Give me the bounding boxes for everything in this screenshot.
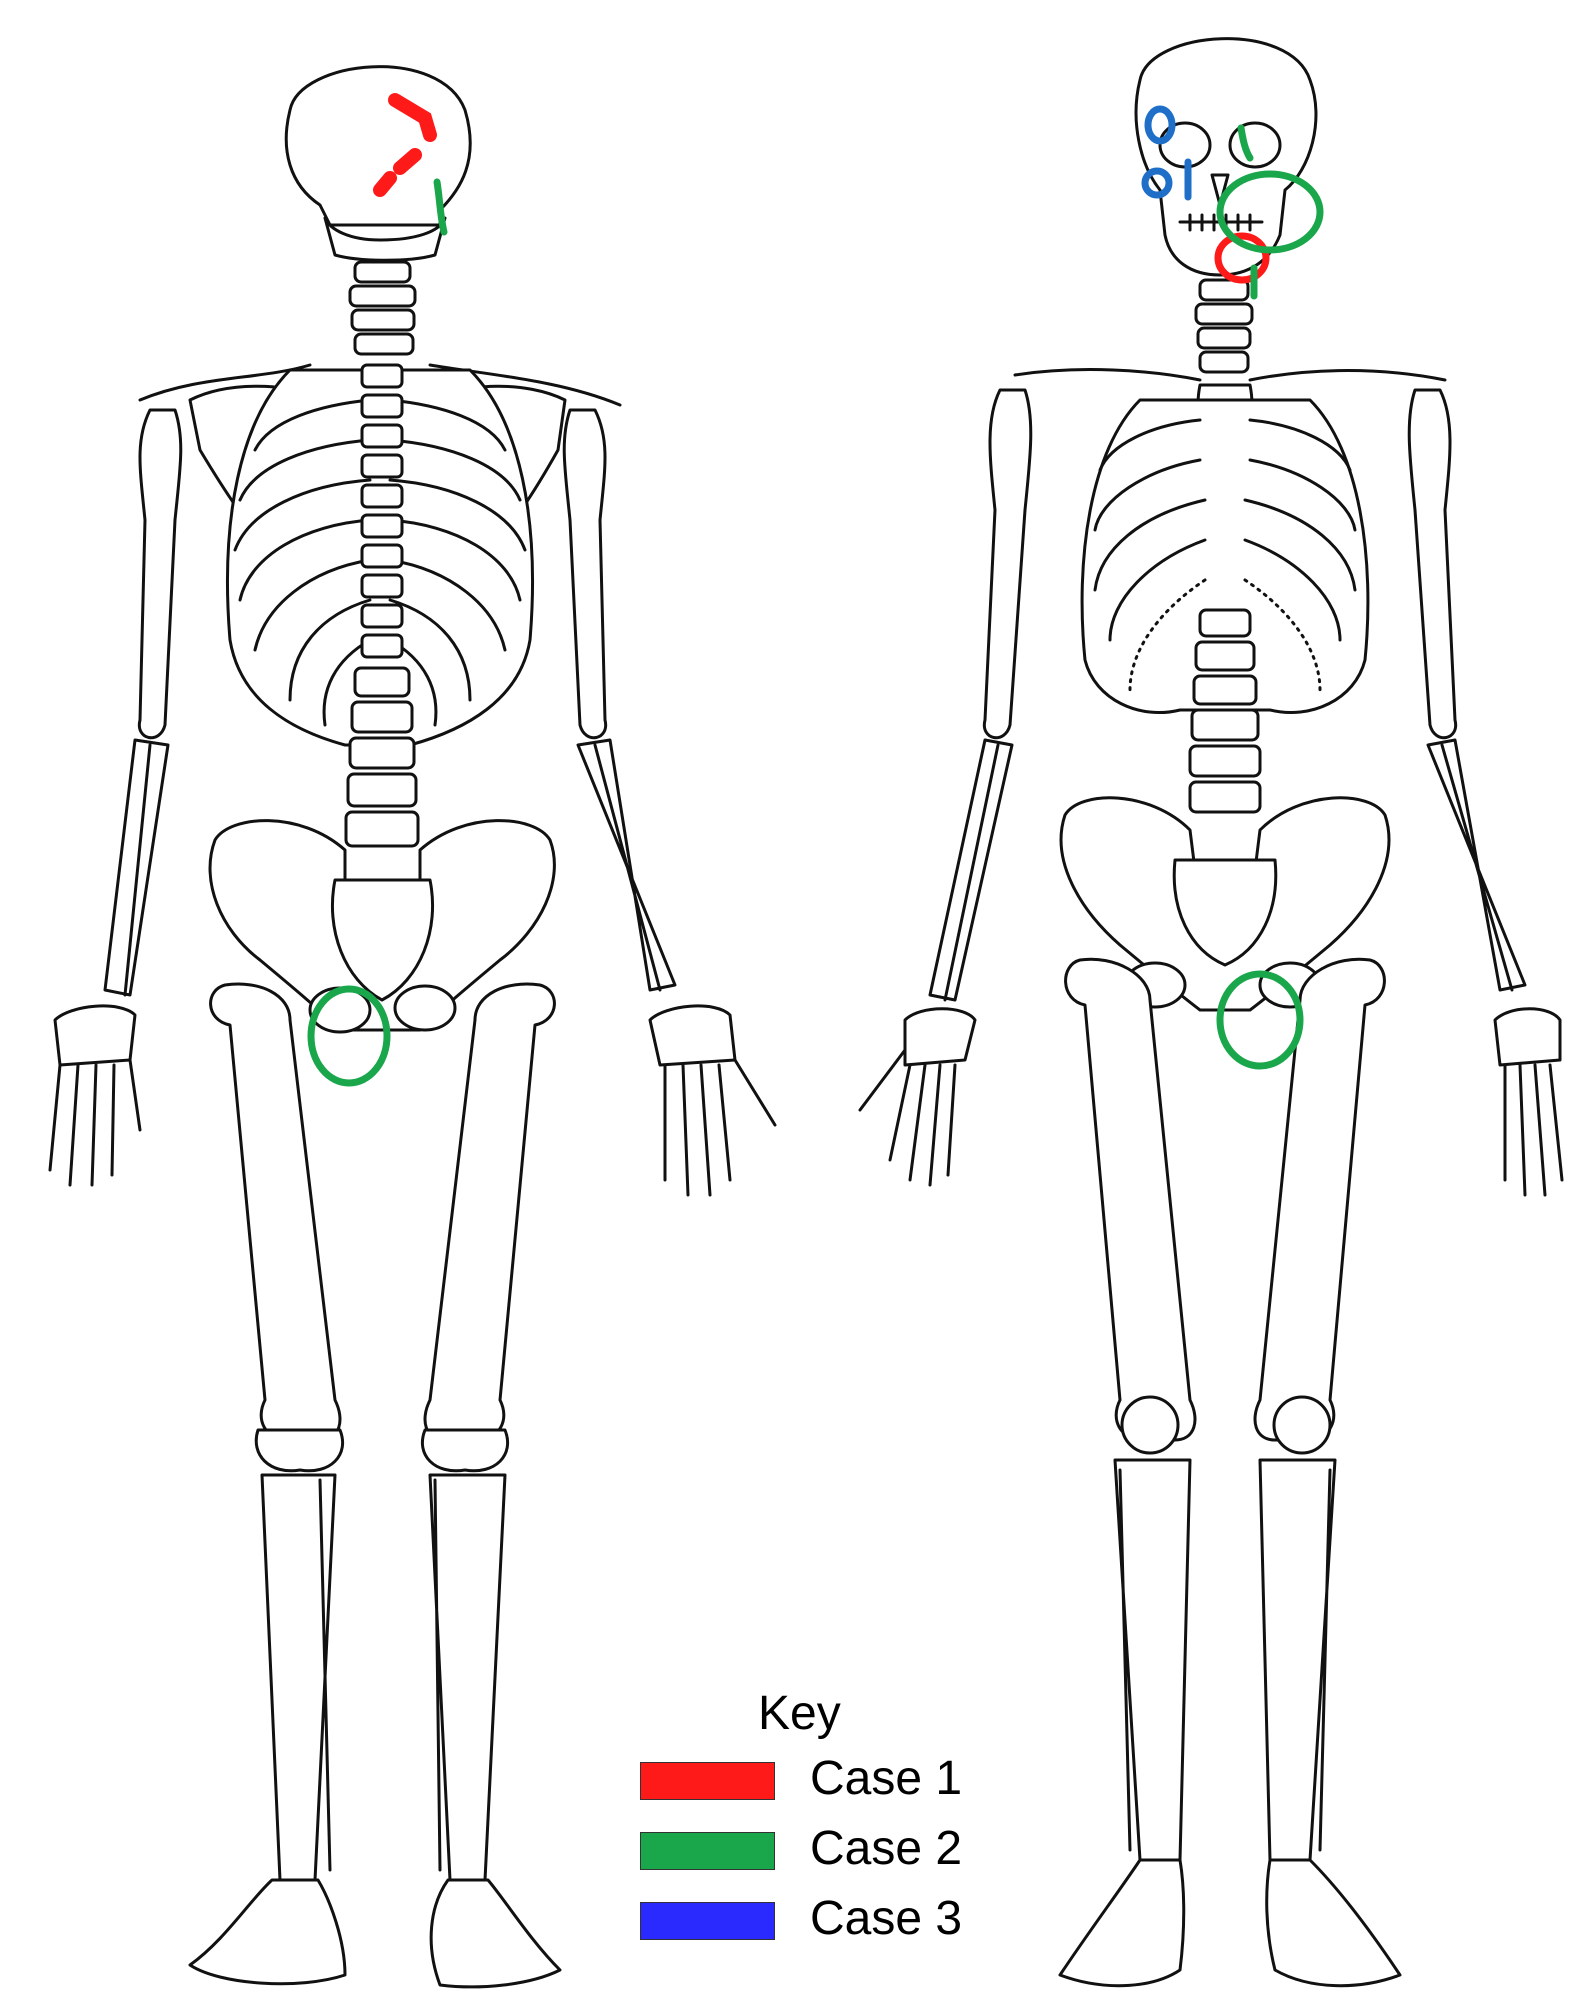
- posterior-right-foot: [431, 1880, 560, 1987]
- anterior-right-foot: [1267, 1860, 1400, 1986]
- legend-swatch-case-1: [640, 1762, 775, 1800]
- anterior-left-patella: [1122, 1397, 1178, 1453]
- posterior-cervical-spine: [350, 262, 415, 354]
- posterior-left-tibia: [262, 1475, 335, 1880]
- legend: Key Case 1 Case 2 Case 3: [640, 1690, 1020, 1950]
- anterior-right-patella: [1274, 1397, 1330, 1453]
- posterior-left-foot: [190, 1880, 345, 1984]
- legend-label-case-1: Case 1: [810, 1750, 962, 1808]
- legend-title: Key: [758, 1690, 841, 1738]
- posterior-left-forearm: [105, 740, 168, 995]
- anterior-left-tibia: [1115, 1460, 1190, 1860]
- legend-item-case-3: Case 3: [640, 1890, 1020, 1946]
- anterior-left-forearm: [930, 740, 1012, 1000]
- anterior-right-hand: [1495, 1009, 1562, 1195]
- anterior-left-femur: [1066, 959, 1195, 1440]
- anterior-right-humerus: [1409, 390, 1455, 738]
- legend-label-case-2: Case 2: [810, 1820, 962, 1878]
- anterior-right-forearm: [1428, 740, 1525, 990]
- posterior-left-hand: [50, 1006, 140, 1185]
- anterior-left-foot: [1060, 1860, 1184, 1986]
- legend-item-case-1: Case 1: [640, 1750, 1020, 1806]
- posterior-left-humerus: [139, 410, 180, 738]
- legend-item-case-2: Case 2: [640, 1820, 1020, 1876]
- posterior-right-obturator: [395, 986, 455, 1030]
- posterior-right-hand: [650, 1006, 775, 1195]
- anterior-cervical-spine: [1196, 280, 1252, 372]
- posterior-left-femur: [211, 984, 340, 1440]
- posterior-right-knee: [422, 1430, 507, 1471]
- posterior-right-forearm: [578, 740, 675, 990]
- posterior-left-knee: [256, 1430, 342, 1471]
- legend-label-case-3: Case 3: [810, 1890, 962, 1948]
- case-1-markers: [380, 100, 1266, 280]
- anterior-right-tibia: [1260, 1460, 1335, 1860]
- legend-swatch-case-2: [640, 1832, 775, 1870]
- anterior-left-hand: [860, 1009, 975, 1185]
- anterior-right-orbit: [1230, 123, 1280, 167]
- posterior-right-humerus: [564, 410, 605, 738]
- anterior-right-femur: [1255, 959, 1384, 1440]
- anterior-left-humerus: [984, 390, 1030, 738]
- posterior-right-tibia: [430, 1475, 505, 1880]
- legend-swatch-case-3: [640, 1902, 775, 1940]
- posterior-right-femur: [425, 984, 554, 1440]
